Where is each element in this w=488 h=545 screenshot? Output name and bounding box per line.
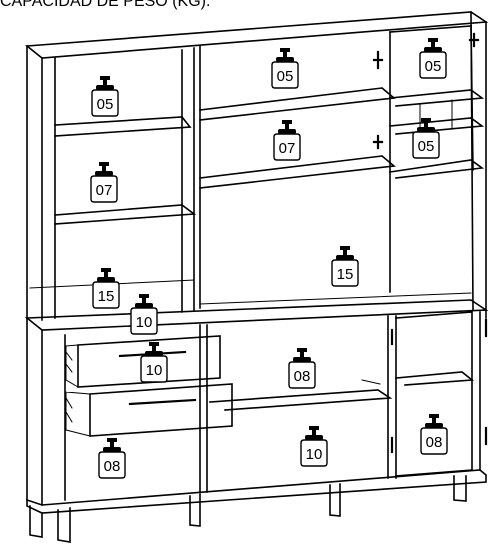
weight-icon: 10 xyxy=(130,294,158,335)
weight-icon: 10 xyxy=(300,426,328,467)
weight-icon: 07 xyxy=(90,162,118,203)
weight-icon: 08 xyxy=(98,438,126,479)
weight-label: 15 xyxy=(337,266,354,283)
weight-label: 10 xyxy=(136,314,153,331)
weight-icon: 08 xyxy=(420,414,448,455)
cabinet-legs xyxy=(29,475,467,543)
weight-label: 07 xyxy=(96,182,113,199)
weight-label: 08 xyxy=(294,368,311,385)
weights-layer: 05 07 15 05 07 15 05 05 10 10 08 10 08 08 xyxy=(90,38,448,479)
weight-label: 05 xyxy=(277,68,294,85)
weight-icon: 05 xyxy=(271,48,299,89)
weight-icon: 05 xyxy=(412,118,440,159)
weight-icon: 05 xyxy=(91,76,119,117)
drawer-bottom xyxy=(65,383,233,437)
weight-label: 10 xyxy=(146,362,163,379)
weight-icon: 15 xyxy=(331,246,359,287)
weight-label: 15 xyxy=(98,288,115,305)
weight-label: 05 xyxy=(97,96,114,113)
weight-icon: 15 xyxy=(92,268,120,309)
cabinet-frame xyxy=(24,11,488,514)
hinge-details xyxy=(372,32,488,454)
weight-label: 07 xyxy=(279,140,296,157)
weight-label: 08 xyxy=(104,458,121,475)
weight-icon: 05 xyxy=(419,38,447,79)
weight-label: 05 xyxy=(425,58,442,75)
weight-icon: 07 xyxy=(273,120,301,161)
page-title: CAPACIDAD DE PESO (KG). xyxy=(0,0,211,10)
weight-label: 10 xyxy=(306,446,323,463)
weight-icon: 08 xyxy=(288,348,316,389)
weight-label: 05 xyxy=(418,138,435,155)
weight-label: 08 xyxy=(426,434,443,451)
weight-icon: 10 xyxy=(140,342,168,383)
